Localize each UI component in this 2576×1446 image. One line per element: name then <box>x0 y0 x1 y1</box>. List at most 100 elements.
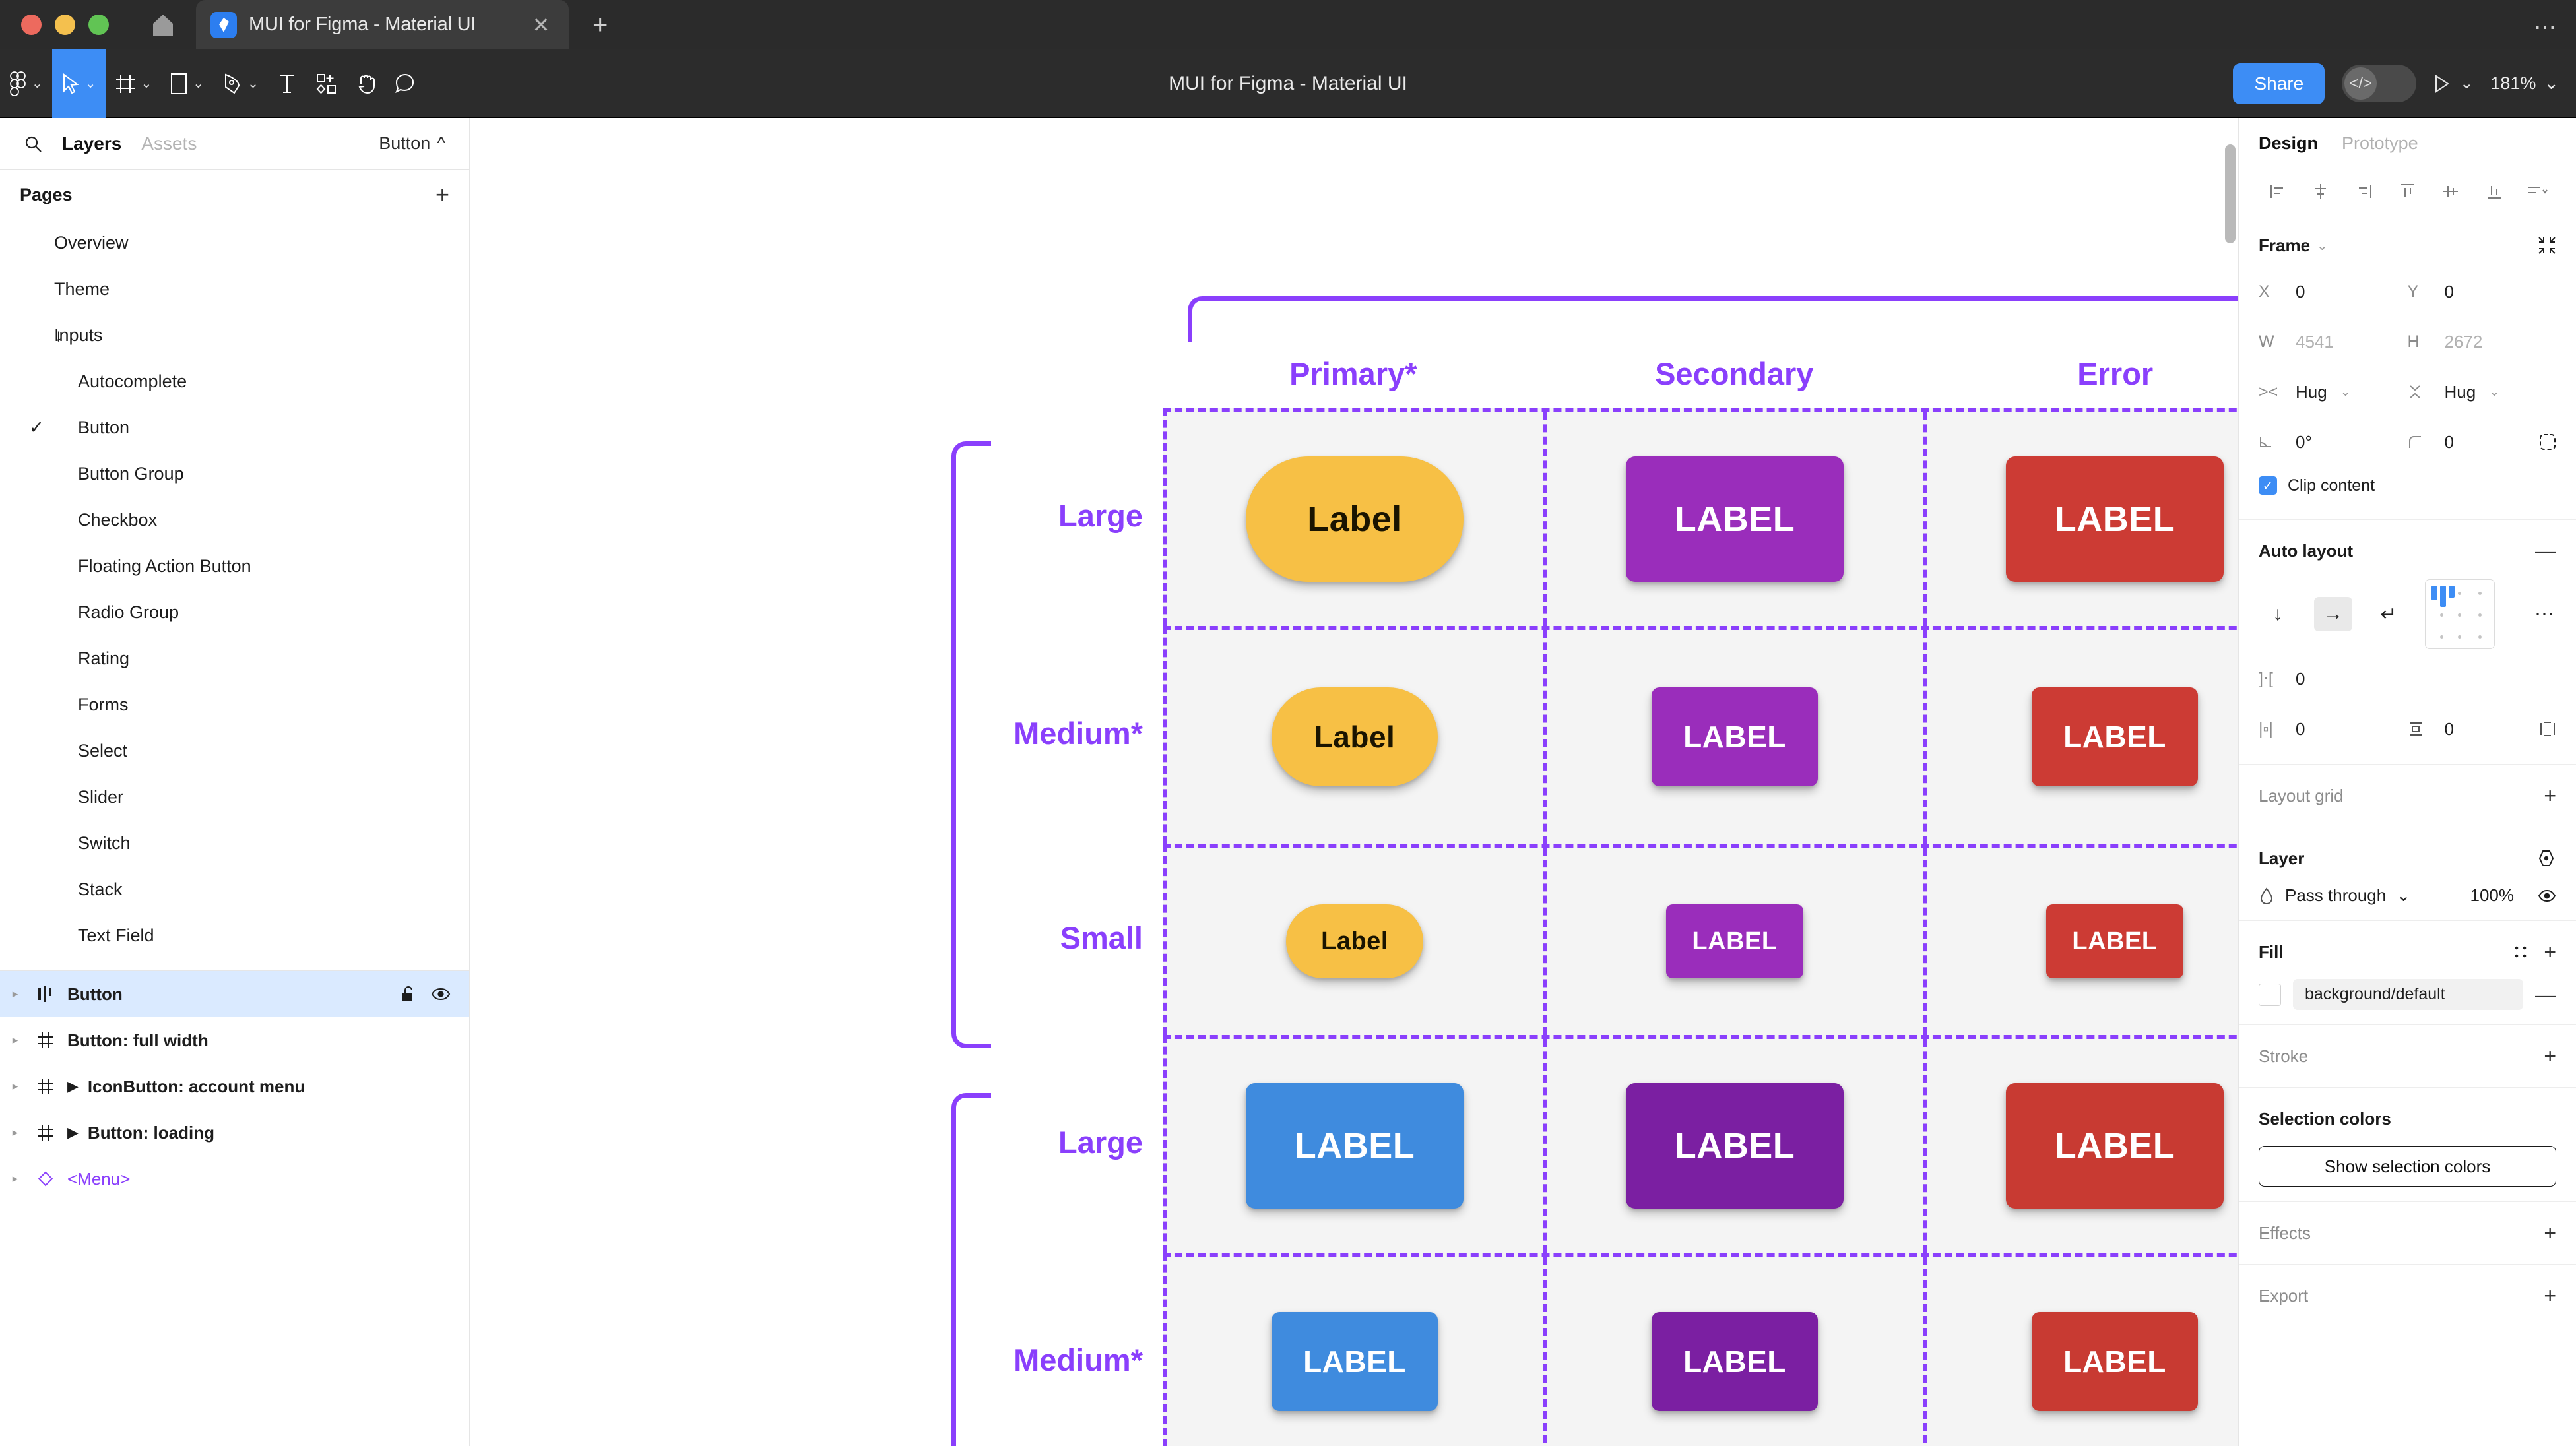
remove-fill-button[interactable]: — <box>2535 982 2556 1007</box>
page-item-floating-action-button[interactable]: Floating Action Button <box>0 543 469 589</box>
frame-x-field[interactable]: X 0 <box>2259 271 2408 312</box>
align-left-icon[interactable] <box>2256 183 2300 200</box>
variant-button[interactable]: LABEL <box>1272 1312 1438 1411</box>
tab-design[interactable]: Design <box>2259 133 2319 153</box>
align-bottom-icon[interactable] <box>2472 183 2516 200</box>
remove-auto-layout-button[interactable]: — <box>2535 539 2556 563</box>
variant-button[interactable]: LABEL <box>2046 904 2183 978</box>
resize-height-field[interactable]: Hug ⌄ <box>2408 371 2557 412</box>
page-item-stack[interactable]: Stack <box>0 866 469 912</box>
fill-style-name[interactable]: background/default <box>2293 979 2523 1010</box>
chevron-down-icon[interactable]: ⌄ <box>2317 238 2328 253</box>
zoom-control[interactable]: 181% ⌄ <box>2490 73 2559 94</box>
page-item-theme[interactable]: Theme <box>0 266 469 312</box>
add-fill-button[interactable]: + <box>2544 940 2556 964</box>
page-item-checkbox[interactable]: Checkbox <box>0 497 469 543</box>
distribute-icon[interactable] <box>2515 183 2559 200</box>
layout-wrap-icon[interactable]: ↵ <box>2380 603 2397 625</box>
collapse-arrow-icon[interactable]: ↓ <box>54 325 63 345</box>
expand-arrow-icon[interactable]: ▸ <box>12 1080 18 1092</box>
alignment-grid[interactable] <box>2425 579 2495 649</box>
variant-button[interactable]: LABEL <box>1626 1083 1844 1209</box>
nested-arrow-icon[interactable]: ▶ <box>67 1124 79 1141</box>
layer-row[interactable]: ▸Button: full width <box>0 1017 469 1063</box>
visibility-eye-icon[interactable] <box>2538 889 2556 902</box>
comment-tool[interactable] <box>385 49 425 118</box>
text-tool[interactable] <box>268 49 306 118</box>
add-export-button[interactable]: + <box>2544 1284 2556 1307</box>
add-layout-grid-button[interactable]: + <box>2544 784 2556 807</box>
variant-button[interactable]: Label <box>1272 687 1438 786</box>
home-icon[interactable] <box>130 0 196 49</box>
figma-main-menu-icon[interactable]: ⌄ <box>0 49 52 118</box>
maximize-window-button[interactable] <box>88 15 109 35</box>
tab-assets[interactable]: Assets <box>141 133 197 154</box>
item-spacing-field[interactable]: ]⋅[ 0 <box>2259 658 2408 699</box>
move-tool[interactable]: ⌄ <box>51 49 106 118</box>
page-item-switch[interactable]: Switch <box>0 820 469 866</box>
layout-direction-horizontal-icon[interactable]: → <box>2314 597 2352 631</box>
expand-arrow-icon[interactable]: ▸ <box>12 1172 18 1185</box>
shape-tool[interactable]: ⌄ <box>161 49 213 118</box>
hand-tool[interactable] <box>347 49 385 118</box>
page-item-radio-group[interactable]: Radio Group <box>0 589 469 635</box>
variant-button[interactable]: Label <box>1246 456 1464 582</box>
clip-content-checkbox[interactable]: ✓ <box>2259 476 2277 495</box>
horizontal-padding-field[interactable]: |▫| 0 <box>2259 708 2408 749</box>
rotation-field[interactable]: 0° <box>2259 422 2408 462</box>
expand-arrow-icon[interactable]: ▸ <box>12 1034 18 1046</box>
variant-button[interactable]: LABEL <box>2006 1083 2224 1209</box>
blend-mode-row[interactable]: Pass through ⌄ 100% <box>2259 885 2556 906</box>
page-item-button-group[interactable]: Button Group <box>0 451 469 497</box>
show-selection-colors-button[interactable]: Show selection colors <box>2259 1146 2556 1187</box>
align-top-icon[interactable] <box>2386 183 2430 200</box>
layout-direction-vertical-icon[interactable]: ↓ <box>2272 603 2283 625</box>
collapse-frame-icon[interactable] <box>2538 236 2556 255</box>
page-item-button[interactable]: ✓Button <box>0 404 469 451</box>
browser-tab[interactable]: MUI for Figma - Material UI ✕ <box>196 0 569 49</box>
layer-row[interactable]: ▸<Menu> <box>0 1156 469 1202</box>
close-window-button[interactable] <box>21 15 42 35</box>
layer-row[interactable]: ▸▶Button: loading <box>0 1110 469 1156</box>
minimize-window-button[interactable] <box>55 15 75 35</box>
visibility-eye-icon[interactable] <box>431 988 451 1001</box>
dev-mode-toggle[interactable]: </> <box>2342 65 2417 102</box>
corner-radius-field[interactable]: 0 <box>2408 422 2557 462</box>
variant-button[interactable]: LABEL <box>1652 687 1818 786</box>
align-right-icon[interactable] <box>2342 183 2386 200</box>
present-button[interactable]: ⌄ <box>2433 74 2473 93</box>
page-item-rating[interactable]: Rating <box>0 635 469 681</box>
align-horizontal-center-icon[interactable] <box>2300 183 2343 200</box>
clip-content-row[interactable]: ✓ Clip content <box>2259 466 2556 505</box>
page-item-forms[interactable]: Forms <box>0 681 469 728</box>
canvas-scrollbar[interactable] <box>2225 144 2236 243</box>
actions-tool[interactable] <box>306 49 347 118</box>
expand-arrow-icon[interactable]: ▸ <box>12 988 18 1000</box>
individual-padding-icon[interactable] <box>2539 720 2556 738</box>
figma-canvas[interactable]: Contained Primary*SecondaryErrorWarning … <box>470 118 2238 1446</box>
variant-button[interactable]: LABEL <box>2032 1312 2198 1411</box>
page-item-autocomplete[interactable]: Autocomplete <box>0 358 469 404</box>
layer-row[interactable]: ▸Button <box>0 971 469 1017</box>
variant-button[interactable]: LABEL <box>2006 456 2224 582</box>
fill-color-swatch[interactable] <box>2259 983 2281 1006</box>
align-vertical-center-icon[interactable] <box>2429 183 2472 200</box>
fill-item-row[interactable]: background/default — <box>2259 979 2556 1010</box>
variant-button[interactable]: Label <box>1286 904 1423 978</box>
add-effect-button[interactable]: + <box>2544 1221 2556 1245</box>
page-item-select[interactable]: Select <box>0 728 469 774</box>
frame-width-field[interactable]: W 4541 <box>2259 321 2408 362</box>
vertical-padding-field[interactable]: 0 <box>2408 708 2557 749</box>
page-item-slider[interactable]: Slider <box>0 774 469 820</box>
browser-menu-icon[interactable]: ⋯ <box>2534 15 2558 40</box>
variant-button[interactable]: LABEL <box>1666 904 1803 978</box>
variant-button[interactable]: LABEL <box>1626 456 1844 582</box>
frame-y-field[interactable]: Y 0 <box>2408 271 2557 312</box>
unlock-icon[interactable] <box>401 986 416 1003</box>
layer-settings-icon[interactable] <box>2538 850 2556 867</box>
page-item-overview[interactable]: Overview <box>0 220 469 266</box>
auto-layout-more-icon[interactable]: ⋯ <box>2534 603 2556 625</box>
variant-button[interactable]: LABEL <box>1652 1312 1818 1411</box>
expand-arrow-icon[interactable]: ▸ <box>12 1126 18 1139</box>
nested-arrow-icon[interactable]: ▶ <box>67 1078 79 1094</box>
